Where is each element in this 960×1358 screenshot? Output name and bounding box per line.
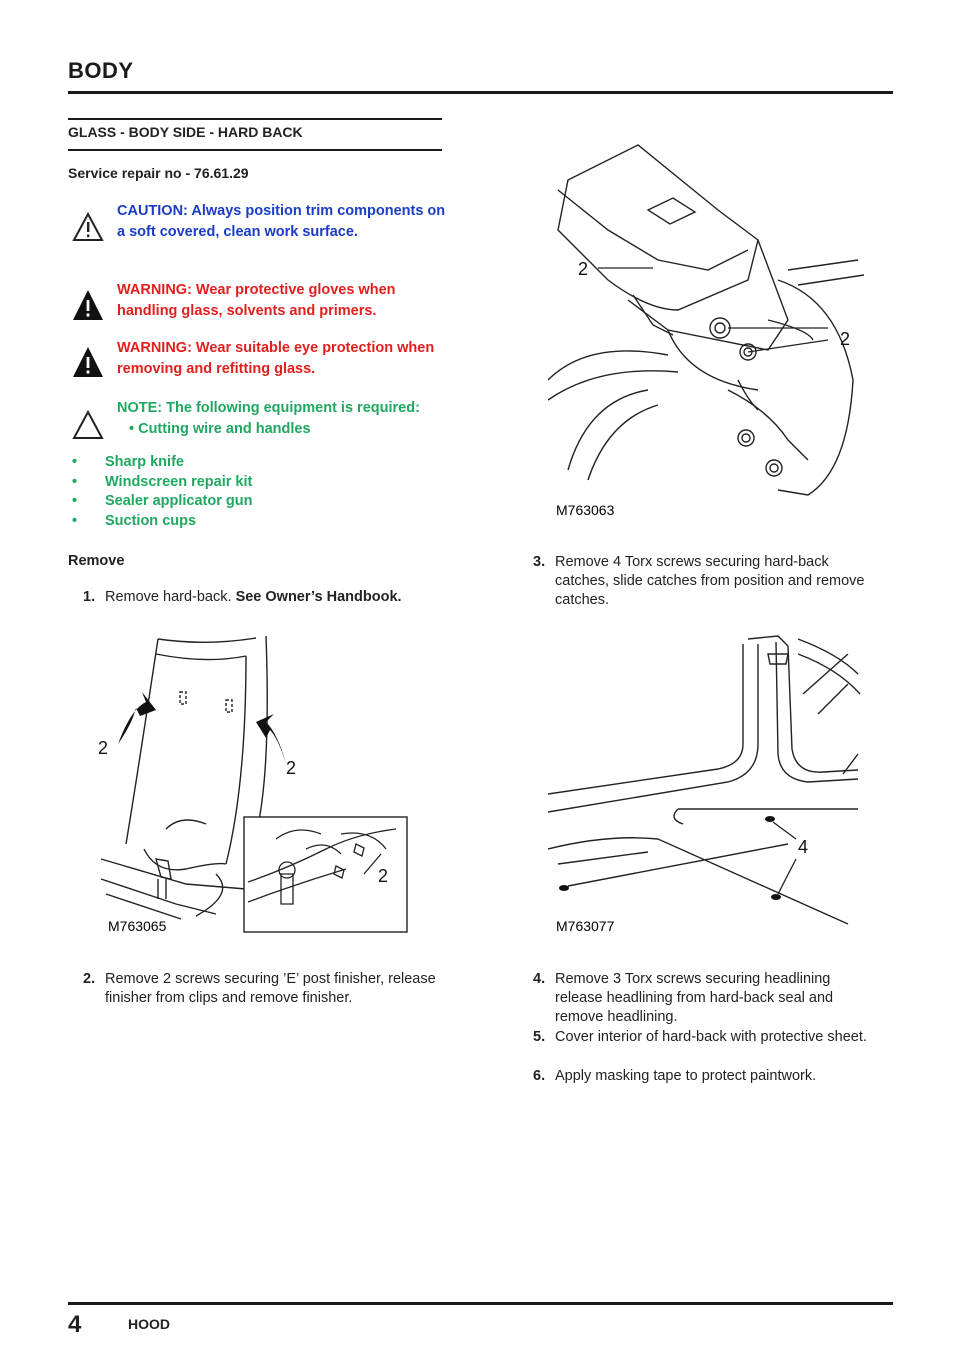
figure-code: M763063 <box>556 502 615 518</box>
warning-gloves-text: WARNING: Wear protective gloves when han… <box>117 282 396 319</box>
note-icon <box>72 410 104 439</box>
warning-eye-text: WARNING: Wear suitable eye protection wh… <box>117 340 435 377</box>
callout-2: 2 <box>286 758 296 778</box>
footer-rule <box>68 1302 893 1305</box>
procedure-title: GLASS - BODY SIDE - HARD BACK <box>68 124 303 140</box>
figure-headlining: 4 M763077 <box>548 635 861 934</box>
callout-2: 2 <box>840 329 850 349</box>
warning-icon <box>73 347 103 377</box>
header-rule <box>68 91 893 94</box>
note-first-item: • Cutting wire and handles <box>129 421 311 437</box>
callout-4: 4 <box>798 837 808 857</box>
service-repair-number: Service repair no - 76.61.29 <box>68 165 249 181</box>
section-title: BODY <box>68 58 134 83</box>
remove-heading: Remove <box>68 553 125 569</box>
figure-code: M763077 <box>556 918 615 934</box>
list-item: •Suction cups <box>72 512 197 529</box>
step-1: 1.Remove hard-back. See Owner’s Handbook… <box>83 589 402 605</box>
step-4: 4.Remove 3 Torx screws securing headlini… <box>533 971 834 1025</box>
page-number: 4 <box>68 1311 82 1338</box>
figure-code: M763065 <box>108 918 167 934</box>
step-2: 2.Remove 2 screws securing ’E’ post fini… <box>83 971 436 1006</box>
step-6: 6.Apply masking tape to protect paintwor… <box>533 1068 817 1084</box>
heading-rule-bottom <box>68 149 442 151</box>
callout-2: 2 <box>98 738 108 758</box>
equipment-list: •Sharp knife •Windscreen repair kit •Sea… <box>72 453 252 531</box>
callout-2: 2 <box>378 866 388 886</box>
step-3: 3.Remove 4 Torx screws securing hard-bac… <box>533 554 865 608</box>
figure-e-post-finisher: 2 2 2 M763065 <box>98 635 408 934</box>
callout-2: 2 <box>578 259 588 279</box>
list-item: •Sealer applicator gun <box>72 493 253 509</box>
figure-hard-back-catch: 2 2 M763063 <box>548 144 864 518</box>
list-item: •Windscreen repair kit <box>72 473 253 490</box>
caution-text: CAUTION: Always position trim components… <box>117 203 446 240</box>
footer-section-label: HOOD <box>128 1316 170 1332</box>
caution-icon <box>72 212 104 241</box>
list-item: •Sharp knife <box>72 454 184 470</box>
note-heading: NOTE: The following equipment is require… <box>117 400 420 416</box>
warning-icon <box>73 290 103 320</box>
step-5: 5.Cover interior of hard-back with prote… <box>533 1029 867 1045</box>
note-text: NOTE: The following equipment is require… <box>117 398 447 440</box>
heading-rule-top <box>68 118 442 120</box>
